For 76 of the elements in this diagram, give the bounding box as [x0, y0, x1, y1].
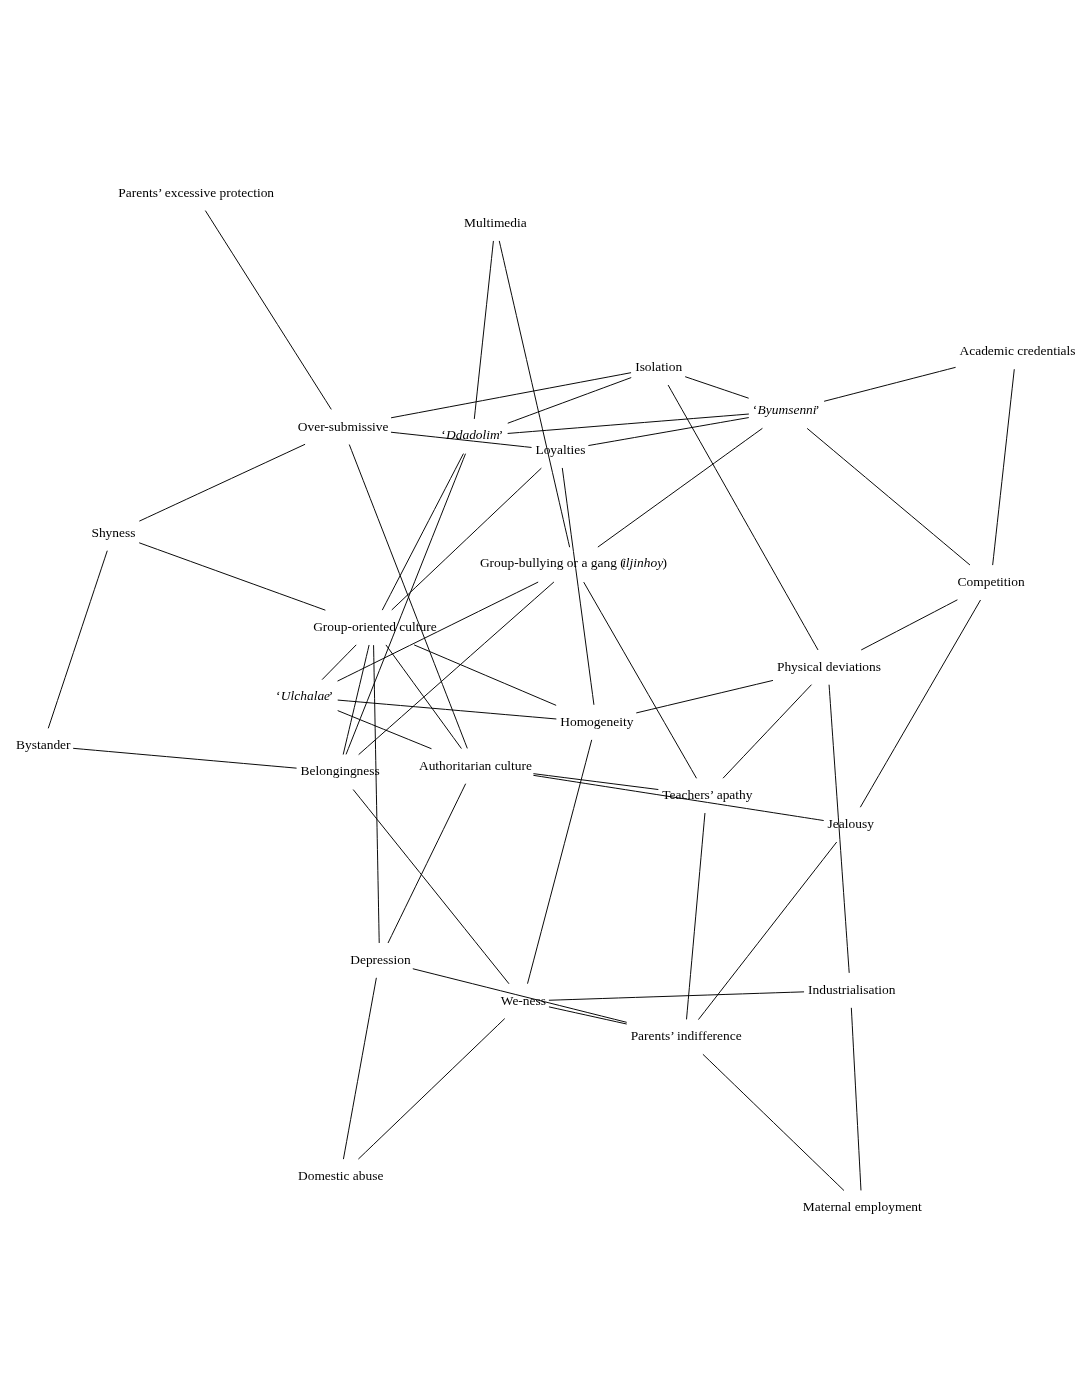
connector — [828, 683, 850, 973]
connector — [72, 747, 298, 769]
node-text: Parents’ excessive protection — [118, 184, 275, 200]
node-text: Shyness — [91, 524, 136, 540]
connector — [337, 699, 557, 719]
connector — [337, 709, 432, 749]
connector — [321, 643, 357, 680]
connector — [992, 368, 1015, 566]
connector — [204, 209, 332, 410]
node-text: Homogeneity — [560, 713, 634, 729]
connector — [548, 1005, 628, 1024]
node-text: Group-oriented culture — [313, 618, 437, 634]
connector — [352, 788, 510, 984]
node-text: We-ness — [500, 992, 546, 1008]
connector — [823, 366, 957, 402]
node-text: Isolation — [635, 358, 683, 374]
connector — [412, 967, 628, 1023]
connector — [47, 549, 108, 729]
connector — [548, 990, 805, 1001]
node-text: Depression — [350, 951, 411, 967]
connector — [391, 467, 542, 610]
connector — [860, 598, 958, 650]
connector — [587, 416, 750, 446]
connector — [390, 371, 632, 418]
connector — [702, 1053, 845, 1191]
node-text: Domestic abuse — [297, 1167, 384, 1183]
connector — [387, 782, 467, 943]
connector — [561, 466, 595, 705]
node-text: Belongingness — [300, 763, 380, 778]
connector — [357, 1017, 506, 1160]
node-text: Physical deviations — [776, 658, 882, 674]
connector — [473, 239, 494, 419]
node-text: ‘Ddadolim’ — [441, 426, 504, 442]
connector — [859, 599, 981, 808]
connector — [722, 683, 812, 779]
node-text: Maternal employment — [802, 1198, 922, 1214]
connector — [686, 812, 706, 1020]
node-text: Teachers’ apathy — [662, 786, 753, 802]
connector — [381, 452, 464, 611]
connector — [583, 581, 697, 779]
connector — [342, 976, 377, 1160]
node-text: Multimedia — [464, 214, 527, 230]
connector — [635, 679, 774, 713]
node-text: Over-submissive — [297, 418, 389, 434]
connector — [413, 643, 557, 706]
node-text: Bystander — [16, 736, 71, 752]
connector — [684, 375, 750, 399]
node-text: Competition — [957, 573, 1025, 589]
node-text: Jealousy — [827, 815, 874, 831]
connector — [532, 772, 659, 790]
node-text: ‘Byumsenni’ — [752, 401, 820, 417]
connector — [597, 427, 763, 548]
connector — [385, 643, 462, 749]
connector — [390, 431, 533, 448]
connector — [342, 644, 370, 755]
connector — [358, 581, 555, 755]
connector — [337, 581, 539, 682]
connector — [138, 443, 306, 522]
node-text: Group-bullying or a gang (iljinhoy) — [479, 554, 667, 570]
node-text: Loyalties — [535, 441, 586, 457]
connector — [532, 774, 825, 821]
connector — [850, 1006, 862, 1191]
node-text: ‘Ulchalae’ — [276, 687, 334, 703]
node-text: Academic credentials — [959, 342, 1076, 358]
node-text: Parents’ indifference — [630, 1027, 742, 1043]
connector — [498, 239, 571, 548]
node-text: Industrialisation — [808, 981, 896, 997]
connector — [667, 384, 819, 650]
connector — [806, 427, 971, 565]
node-text: Authoritarian culture — [418, 757, 533, 773]
connector — [507, 376, 632, 424]
connector — [138, 541, 326, 611]
connector — [373, 644, 380, 943]
connector — [697, 841, 838, 1020]
connector — [507, 413, 750, 434]
connector — [527, 738, 593, 984]
